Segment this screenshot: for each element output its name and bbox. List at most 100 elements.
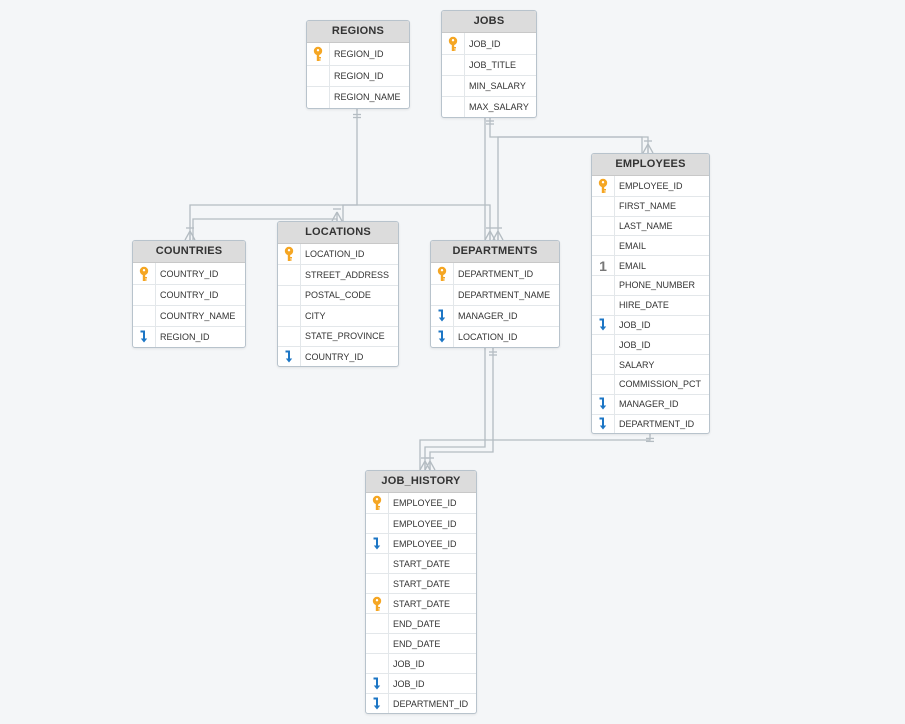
column-name: LOCATION_ID: [305, 249, 365, 260]
column-row[interactable]: JOB_ID: [366, 673, 476, 693]
column-name: COMMISSION_PCT: [619, 379, 702, 390]
column-name: STREET_ADDRESS: [305, 270, 390, 281]
column-name: EMPLOYEE_ID: [393, 498, 457, 508]
column-row[interactable]: MANAGER_ID: [431, 305, 559, 326]
column-row[interactable]: JOB_TITLE: [442, 54, 536, 75]
foreign-key-icon: [431, 327, 454, 347]
relationship-line: [497, 136, 643, 240]
column-name: REGION_ID: [334, 48, 384, 59]
column-name: COUNTRY_NAME: [160, 311, 236, 321]
table-countries[interactable]: COUNTRIES COUNTRY_ID COUNTRY_ID COUNTRY_NA…: [132, 240, 246, 348]
column-row[interactable]: COMMISSION_PCT: [592, 373, 709, 394]
column-name: JOB_ID: [619, 319, 651, 330]
column-row[interactable]: EMPLOYEE_ID: [366, 513, 476, 533]
relationship-line: [419, 432, 651, 470]
column-row[interactable]: FIRST_NAME: [592, 195, 709, 216]
column-row[interactable]: EMAIL: [592, 235, 709, 256]
foreign-key-icon: [366, 694, 389, 713]
column-row[interactable]: EMPLOYEE_ID: [592, 176, 709, 196]
column-row[interactable]: POSTAL_CODE: [278, 284, 398, 306]
column-row[interactable]: DEPARTMENT_ID: [366, 693, 476, 713]
column-row[interactable]: DEPARTMENT_NAME: [431, 284, 559, 305]
column-name: EMPLOYEE_ID: [393, 538, 457, 549]
column-row[interactable]: REGION_NAME: [307, 86, 409, 108]
column-name: START_DATE: [393, 558, 451, 569]
column-row[interactable]: DEPARTMENT_ID: [431, 263, 559, 284]
column-row[interactable]: REGION_ID: [307, 64, 409, 86]
column-name: START_DATE: [393, 598, 451, 609]
icon-cell: [442, 76, 465, 96]
column-name: HIRE_DATE: [619, 300, 669, 311]
column-name: PHONE_NUMBER: [619, 280, 696, 291]
column-row[interactable]: CITY: [278, 305, 398, 326]
column-row[interactable]: STREET_ADDRESS: [278, 264, 398, 285]
column-row[interactable]: COUNTRY_NAME: [133, 305, 245, 326]
column-row[interactable]: COUNTRY_ID: [133, 263, 245, 284]
icon-cell: [133, 285, 156, 305]
column-name: COUNTRY_ID: [160, 290, 219, 300]
column-row[interactable]: REGION_ID: [133, 326, 245, 347]
column-name: REGION_ID: [334, 70, 384, 81]
icon-cell: [592, 355, 615, 374]
icon-cell: [592, 335, 615, 355]
column-row[interactable]: JOB_ID: [366, 653, 476, 673]
column-row[interactable]: REGION_ID: [307, 43, 409, 65]
column-row[interactable]: MAX_SALARY: [442, 96, 536, 117]
column-row[interactable]: COUNTRY_ID: [278, 345, 398, 367]
column-row[interactable]: COUNTRY_ID: [133, 284, 245, 305]
unique-icon: 1: [592, 256, 615, 275]
column-row[interactable]: MIN_SALARY: [442, 75, 536, 96]
column-row[interactable]: START_DATE: [366, 573, 476, 593]
column-row[interactable]: MANAGER_ID: [592, 393, 709, 414]
column-name: JOB_ID: [469, 38, 501, 49]
crow-foot-marker: [497, 230, 504, 241]
column-name: SALARY: [619, 359, 655, 370]
column-row[interactable]: 1 EMAIL: [592, 255, 709, 275]
crow-foot-marker: [429, 460, 436, 471]
column-row[interactable]: EMPLOYEE_ID: [366, 493, 476, 513]
column-row[interactable]: START_DATE: [366, 593, 476, 613]
foreign-key-icon: [366, 534, 389, 553]
column-row[interactable]: START_DATE: [366, 553, 476, 573]
table-title: JOBS: [442, 11, 536, 33]
column-name: EMAIL: [619, 260, 647, 271]
table-title: COUNTRIES: [133, 241, 245, 263]
column-row[interactable]: JOB_ID: [592, 334, 709, 355]
column-row[interactable]: LOCATION_ID: [278, 244, 398, 265]
icon-cell: [366, 634, 389, 653]
icon-cell: [592, 374, 615, 394]
column-row[interactable]: JOB_ID: [592, 314, 709, 335]
crow-foot-marker: [336, 211, 343, 222]
column-row[interactable]: SALARY: [592, 354, 709, 374]
column-name: START_DATE: [393, 578, 451, 589]
icon-cell: [366, 574, 389, 593]
column-row[interactable]: STATE_PROVINCE: [278, 325, 398, 346]
column-row[interactable]: PHONE_NUMBER: [592, 274, 709, 295]
column-row[interactable]: LOCATION_ID: [431, 326, 559, 347]
relationship-line: [342, 204, 491, 240]
column-name: MANAGER_ID: [619, 399, 679, 410]
column-row[interactable]: END_DATE: [366, 633, 476, 653]
column-name: JOB_ID: [619, 339, 651, 350]
column-row[interactable]: HIRE_DATE: [592, 294, 709, 315]
column-row[interactable]: END_DATE: [366, 613, 476, 633]
column-name: JOB_ID: [393, 658, 425, 669]
icon-cell: [278, 306, 301, 326]
icon-cell: [278, 265, 301, 285]
column-row[interactable]: JOB_ID: [442, 33, 536, 54]
icon-cell: [366, 514, 389, 533]
column-row[interactable]: EMPLOYEE_ID: [366, 533, 476, 553]
column-row[interactable]: LAST_NAME: [592, 215, 709, 236]
column-name: DEPARTMENT_ID: [619, 418, 695, 429]
column-row[interactable]: DEPARTMENT_ID: [592, 413, 709, 434]
icon-cell: [278, 285, 301, 306]
icon-cell: [592, 196, 615, 216]
icon-cell: [278, 326, 301, 346]
crow-foot-marker: [492, 230, 499, 241]
